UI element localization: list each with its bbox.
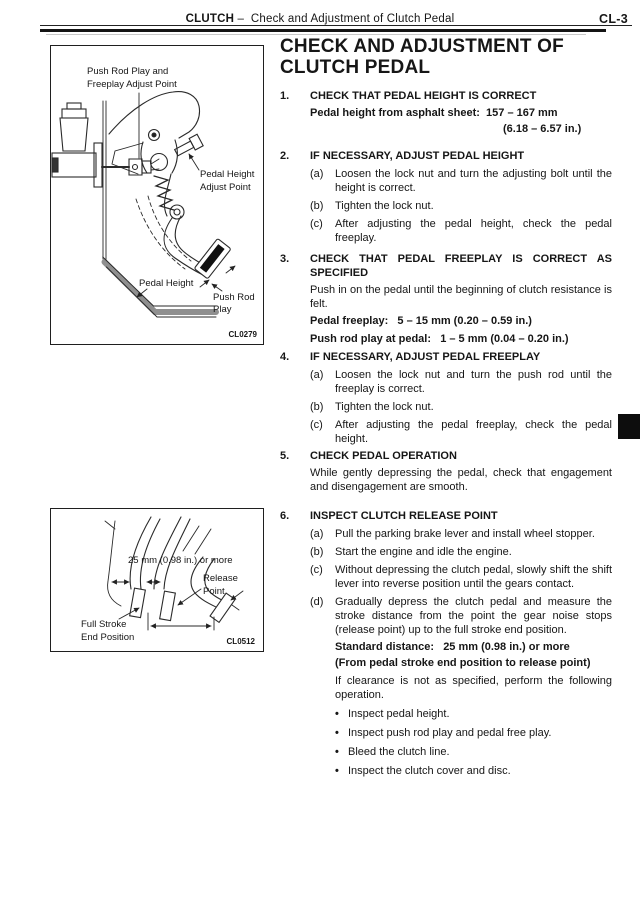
spec-standard-distance-note: (From pedal stroke end position to relea… — [335, 657, 591, 669]
figure-release-point-diagram: 25 mm (0.98 in.) or more Release Point F… — [50, 508, 264, 652]
step-2a-label: (a) — [310, 168, 324, 180]
bullet-icon — [335, 726, 348, 740]
step-2c-text: After adjusting the pedal height, check … — [335, 218, 612, 244]
section-3-number: 3. — [280, 253, 290, 265]
fig1-label-pedal-height: Pedal Height — [139, 278, 194, 289]
figure-clutch-pedal-diagram: Push Rod Play and Freeplay Adjust Point … — [50, 45, 264, 345]
header-section-name: CLUTCH — [185, 13, 235, 25]
step-4a-text: Loosen the lock nut and turn the push ro… — [335, 369, 612, 395]
section-4-number: 4. — [280, 351, 290, 363]
step-4b: (b) Tighten the lock nut. — [310, 400, 612, 414]
step-2b-text: Tighten the lock nut. — [335, 200, 434, 212]
bullet-item-2: Inspect push rod play and pedal free pla… — [335, 726, 612, 740]
step-6c: (c) Without depressing the clutch pedal,… — [310, 563, 612, 591]
bullet-icon — [335, 764, 348, 778]
bullet-4-text: Inspect the clutch cover and disc. — [348, 765, 511, 777]
section-4-heading: IF NECESSARY, ADJUST PEDAL FREEPLAY — [310, 351, 541, 363]
page-title: CHECK AND ADJUSTMENT OF CLUTCH PEDAL — [280, 36, 612, 78]
section-5-body: While gently depressing the pedal, check… — [310, 467, 612, 493]
bullet-item-3: Bleed the clutch line. — [335, 745, 612, 759]
fig2-code: CL0512 — [227, 637, 256, 646]
main-column: CHECK AND ADJUSTMENT OF CLUTCH PEDAL 1. … — [280, 36, 612, 778]
bullet-3-text: Bleed the clutch line. — [348, 746, 450, 758]
section-3-body: Push in on the pedal until the beginning… — [310, 284, 612, 310]
page-title-line1: CHECK AND ADJUSTMENT OF — [280, 36, 564, 57]
fig1-code: CL0279 — [229, 330, 258, 339]
spec-pedal-height-inches: (6.18 – 6.57 in.) — [503, 123, 582, 135]
section-1-number: 1. — [280, 90, 290, 102]
fig2-label-full-stroke-line1: Full Stroke — [81, 619, 126, 630]
header-chapter-title: – Check and Adjustment of Clutch Pedal — [237, 13, 455, 25]
step-6b-text: Start the engine and idle the engine. — [335, 546, 512, 558]
step-6d-text: Gradually depress the clutch pedal and m… — [335, 596, 612, 636]
section-1-heading: CHECK THAT PEDAL HEIGHT IS CORRECT — [310, 90, 537, 102]
spec-standard-distance: Standard distance: 25 mm (0.98 in.) or m… — [335, 641, 570, 653]
header-rule-ghost — [46, 34, 586, 35]
step-2b: (b) Tighten the lock nut. — [310, 199, 612, 213]
step-6d: (d) Gradually depress the clutch pedal a… — [310, 595, 612, 637]
spec-pedal-freeplay: Pedal freeplay: 5 – 15 mm (0.20 – 0.59 i… — [310, 315, 532, 327]
section-6-heading: INSPECT CLUTCH RELEASE POINT — [310, 510, 498, 522]
fig2-label-release-line1: Release — [203, 573, 238, 584]
section-2-adjust-height: 2. IF NECESSARY, ADJUST PEDAL HEIGHT (a)… — [280, 149, 612, 245]
step-6a-text: Pull the parking brake lever and install… — [335, 528, 595, 540]
bullet-item-4: Inspect the clutch cover and disc. — [335, 764, 612, 778]
step-2a-text: Loosen the lock nut and turn the adjusti… — [335, 168, 612, 194]
step-4a-label: (a) — [310, 369, 324, 381]
section-1-pedal-height: 1. CHECK THAT PEDAL HEIGHT IS CORRECT Pe… — [280, 89, 612, 137]
section-2-number: 2. — [280, 150, 290, 162]
release-point-illustration: 25 mm (0.98 in.) or more Release Point F… — [81, 516, 256, 646]
section-3-heading: CHECK THAT PEDAL FREEPLAY IS CORRECT AS … — [310, 253, 612, 279]
section-5-pedal-operation: 5. CHECK PEDAL OPERATION While gently de… — [280, 449, 612, 494]
fig1-label-height-adjust-line2: Adjust Point — [200, 182, 251, 193]
fig2-label-release-line2: Point — [203, 586, 225, 597]
bullet-item-1: Inspect pedal height. — [335, 707, 612, 721]
bullet-2-text: Inspect push rod play and pedal free pla… — [348, 727, 552, 739]
step-4c-label: (c) — [310, 419, 323, 431]
fig1-label-freeplay-adjust-line2: Freeplay Adjust Point — [87, 79, 177, 90]
thumb-index-tab — [618, 414, 640, 439]
bullet-icon — [335, 745, 348, 759]
step-2c: (c) After adjusting the pedal height, ch… — [310, 217, 612, 245]
step-2a: (a) Loosen the lock nut and turn the adj… — [310, 167, 612, 195]
section-4-adjust-freeplay: 4. IF NECESSARY, ADJUST PEDAL FREEPLAY (… — [280, 350, 612, 446]
fig1-label-freeplay-adjust-line1: Push Rod Play and — [87, 66, 168, 77]
section-6-clearance-note: If clearance is not as specified, perfor… — [335, 675, 612, 701]
step-2c-label: (c) — [310, 218, 323, 230]
step-6b-label: (b) — [310, 546, 324, 558]
header-rule-thin — [40, 25, 632, 26]
step-4b-label: (b) — [310, 401, 324, 413]
fig1-label-push-rod-line1: Push Rod — [213, 292, 255, 303]
step-6a-label: (a) — [310, 528, 324, 540]
bullet-1-text: Inspect pedal height. — [348, 708, 450, 720]
section-2-heading: IF NECESSARY, ADJUST PEDAL HEIGHT — [310, 150, 525, 162]
spec-pedal-height: Pedal height from asphalt sheet: 157 – 1… — [310, 107, 558, 119]
page-code: CL-3 — [599, 12, 628, 26]
page-title-line2: CLUTCH PEDAL — [280, 57, 431, 78]
step-2b-label: (b) — [310, 200, 324, 212]
bullet-icon — [335, 707, 348, 721]
fig2-label-standard-distance: 25 mm (0.98 in.) or more — [128, 555, 233, 566]
clutch-pedal-illustration: Push Rod Play and Freeplay Adjust Point … — [51, 66, 258, 339]
step-4a: (a) Loosen the lock nut and turn the pus… — [310, 368, 612, 396]
section-6-number: 6. — [280, 510, 290, 522]
step-4c-text: After adjusting the pedal freeplay, chec… — [335, 419, 612, 445]
section-3-freeplay: 3. CHECK THAT PEDAL FREEPLAY IS CORRECT … — [280, 252, 612, 347]
section-6-release-point: 6. INSPECT CLUTCH RELEASE POINT (a) Pull… — [280, 509, 612, 778]
step-4c: (c) After adjusting the pedal freeplay, … — [310, 418, 612, 446]
step-6c-text: Without depressing the clutch pedal, slo… — [335, 564, 612, 590]
page-header: CLUTCH – Check and Adjustment of Clutch … — [0, 13, 640, 25]
fig1-label-push-rod-line2: Play — [213, 304, 232, 315]
step-6a: (a) Pull the parking brake lever and ins… — [310, 527, 612, 541]
step-6b: (b) Start the engine and idle the engine… — [310, 545, 612, 559]
fig1-label-height-adjust-line1: Pedal Height — [200, 169, 255, 180]
step-6c-label: (c) — [310, 564, 323, 576]
step-6d-label: (d) — [310, 596, 324, 608]
section-5-heading: CHECK PEDAL OPERATION — [310, 450, 457, 462]
step-4b-text: Tighten the lock nut. — [335, 401, 434, 413]
spec-push-rod-play: Push rod play at pedal: 1 – 5 mm (0.04 –… — [310, 333, 569, 345]
header-rule-thick — [40, 29, 606, 32]
fig2-label-full-stroke-line2: End Position — [81, 632, 134, 643]
section-5-number: 5. — [280, 450, 290, 462]
